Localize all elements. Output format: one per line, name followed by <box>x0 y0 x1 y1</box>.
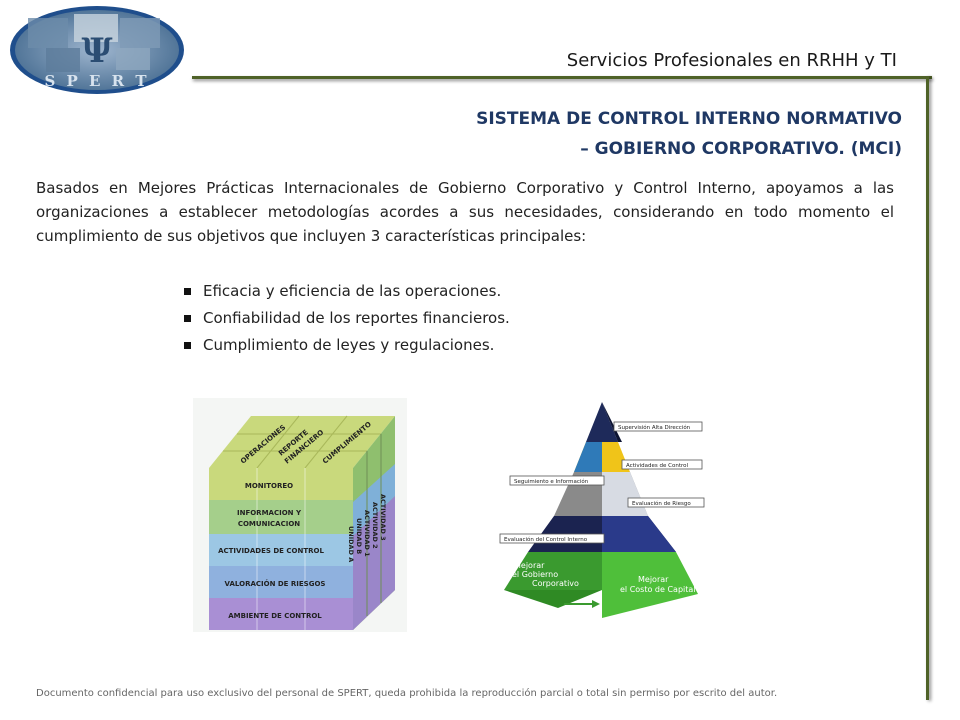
cube-row-label: ACTIVIDADES DE CONTROL <box>218 547 324 555</box>
list-item: Eficacia y eficiencia de las operaciones… <box>184 278 510 305</box>
pyramid-label: Evaluación del Control Interno <box>504 536 588 543</box>
pyramid-base-left-line: Mejorar <box>514 561 545 570</box>
list-item-text: Confiabilidad de los reportes financiero… <box>203 309 510 327</box>
spert-logo: Ψ S P E R T <box>8 4 186 96</box>
page-title-line-2: – GOBIERNO CORPORATIVO. (MCI) <box>580 139 902 159</box>
cube-side-label: UNIDAD A <box>347 526 355 562</box>
coso-cube-diagram: MONITOREO INFORMACION Y COMUNICACION ACT… <box>193 398 407 632</box>
pyramid-label: Seguimiento e Información <box>514 478 589 485</box>
cube-row-label: VALORACIÓN DE RIESGOS <box>225 579 326 588</box>
cube-row-label: MONITOREO <box>245 482 293 490</box>
cube-row-label: AMBIENTE DE CONTROL <box>228 612 322 620</box>
pyramid-base-right-line: Mejorar <box>638 575 669 584</box>
top-frame-line <box>192 76 932 79</box>
control-pyramid-diagram: Supervisión Alta Dirección Actividades d… <box>498 398 708 624</box>
cube-side-label: UNIDAD B <box>355 518 363 554</box>
company-title: Servicios Profesionales en RRHH y TI <box>566 50 897 71</box>
pyramid-label: Supervisión Alta Dirección <box>618 424 691 431</box>
bullet-square-icon <box>184 342 191 349</box>
pyramid-base-right-line: el Costo de Capital <box>620 585 696 594</box>
right-frame-line <box>926 76 929 700</box>
cube-side-label: ACTIVIDAD 3 <box>379 494 387 541</box>
cube-row-label: COMUNICACION <box>238 520 300 528</box>
pyramid-label: Evaluación de Riesgo <box>632 500 691 507</box>
cube-row-label: INFORMACION Y <box>237 509 302 517</box>
pyramid-base-left-line: el Gobierno <box>512 570 558 579</box>
page-title: SISTEMA DE CONTROL INTERNO NORMATIVO – G… <box>476 104 902 164</box>
page-title-line-1: SISTEMA DE CONTROL INTERNO NORMATIVO <box>476 109 902 129</box>
pyramid-base-left-line: Corporativo <box>532 579 579 588</box>
list-item: Confiabilidad de los reportes financiero… <box>184 305 510 332</box>
confidentiality-footer: Documento confidencial para uso exclusiv… <box>36 688 778 699</box>
cube-side-label: ACTIVIDAD 2 <box>371 502 379 549</box>
list-item-text: Cumplimiento de leyes y regulaciones. <box>203 336 495 354</box>
cube-side-label: ACTIVIDAD 1 <box>363 510 371 557</box>
pyramid-label: Actividades de Control <box>626 463 688 469</box>
bullet-square-icon <box>184 288 191 295</box>
intro-paragraph: Basados en Mejores Prácticas Internacion… <box>36 179 894 245</box>
bullet-square-icon <box>184 315 191 322</box>
objectives-list: Eficacia y eficiencia de las operaciones… <box>184 278 510 359</box>
logo-text: S P E R T <box>44 72 149 90</box>
svg-text:Ψ: Ψ <box>81 31 112 71</box>
list-item-text: Eficacia y eficiencia de las operaciones… <box>203 282 502 300</box>
list-item: Cumplimiento de leyes y regulaciones. <box>184 332 510 359</box>
